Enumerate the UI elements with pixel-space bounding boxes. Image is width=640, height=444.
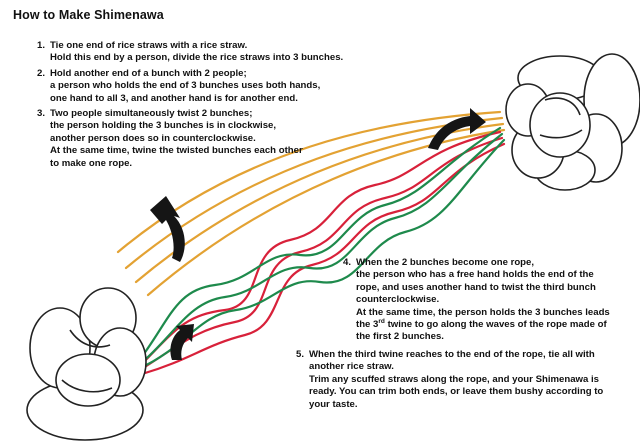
step-text: the person holding the 3 bunches is in c… bbox=[50, 120, 303, 132]
step-text: At the same time, twine the twisted bunc… bbox=[50, 145, 303, 157]
page-title: How to Make Shimenawa bbox=[13, 8, 164, 22]
step-text: Two people simultaneously twist 2 bunche… bbox=[50, 108, 303, 120]
step-text: the person who has a free hand holds the… bbox=[356, 269, 610, 281]
step-text: the 3rd twine to go along the waves of t… bbox=[356, 319, 610, 331]
step-text: When the third twine reaches to the end … bbox=[309, 349, 603, 361]
step-text: At the same time, the person holds the 3… bbox=[356, 307, 610, 319]
step-text: the first 2 bunches. bbox=[356, 331, 610, 343]
step-text: one hand to all 3, and another hand is f… bbox=[50, 93, 320, 105]
step-text: a person who holds the end of 3 bunches … bbox=[50, 80, 320, 92]
step-text: another rice straw. bbox=[309, 361, 603, 373]
left-hand-icon bbox=[27, 288, 146, 440]
right-hand-icon bbox=[506, 54, 640, 190]
step-text: When the 2 bunches become one rope, bbox=[356, 257, 610, 269]
step-text: to make one rope. bbox=[50, 158, 303, 170]
step-number: 3. bbox=[37, 108, 45, 120]
step-text: another person does so in counterclockwi… bbox=[50, 133, 303, 145]
step-text: Trim any scuffed straws along the rope, … bbox=[309, 374, 603, 386]
step-text: rope, and uses another hand to twist the… bbox=[356, 282, 610, 294]
step-text: Hold another end of a bunch with 2 peopl… bbox=[50, 68, 320, 80]
step-number: 5. bbox=[296, 349, 304, 361]
step-text: counterclockwise. bbox=[356, 294, 610, 306]
step-number: 2. bbox=[37, 68, 45, 80]
step-number: 1. bbox=[37, 40, 45, 52]
step-text: your taste. bbox=[309, 399, 603, 411]
step-text: Tie one end of rice straws with a rice s… bbox=[50, 40, 343, 52]
rotation-arrow-icon bbox=[150, 196, 185, 262]
step-text: ready. You can trim both ends, or leave … bbox=[309, 386, 603, 398]
step-number: 4. bbox=[343, 257, 351, 269]
step-text: Hold this end by a person, divide the ri… bbox=[50, 52, 343, 64]
